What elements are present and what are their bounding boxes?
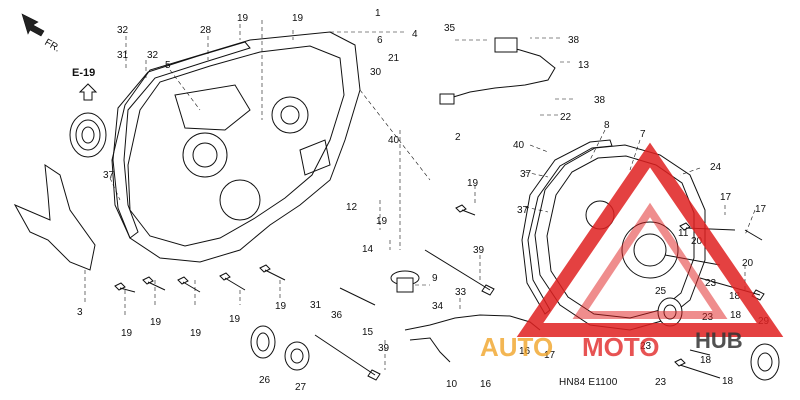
label-23-a: 23 xyxy=(705,278,717,289)
label-27: 27 xyxy=(295,382,307,393)
label-38-a: 38 xyxy=(568,35,580,46)
label-18-d: 18 xyxy=(722,376,734,387)
label-8: 8 xyxy=(604,120,610,131)
label-18-c: 18 xyxy=(700,355,712,366)
label-18-a: 18 xyxy=(729,291,741,302)
label-10: 10 xyxy=(446,379,458,390)
label-4: 4 xyxy=(412,29,418,40)
watermark: AUTO MOTO HUB xyxy=(480,142,784,362)
oil-filler-cap xyxy=(390,270,420,293)
label-15: 15 xyxy=(362,327,374,338)
front-arrow: FR. xyxy=(21,13,62,55)
label-2: 2 xyxy=(455,132,461,143)
label-37-b: 37 xyxy=(517,205,529,216)
label-11: 11 xyxy=(678,228,689,239)
label-19-top-b: 19 xyxy=(292,13,304,24)
bearing-e19 xyxy=(69,112,107,158)
label-3: 3 xyxy=(77,307,83,318)
label-24: 24 xyxy=(710,162,722,173)
gasket-left xyxy=(112,41,251,239)
label-14: 14 xyxy=(362,244,374,255)
bracket-3 xyxy=(13,163,96,271)
label-37-c: 37 xyxy=(103,170,115,181)
label-39-a: 39 xyxy=(473,245,485,256)
bolts xyxy=(114,204,765,381)
reference-label: E-19 xyxy=(72,67,95,79)
label-19-low-a: 19 xyxy=(275,301,287,312)
label-17-c: 17 xyxy=(544,350,556,361)
reference-arrow-icon xyxy=(78,83,98,101)
leader-lines xyxy=(84,20,756,370)
label-34: 34 xyxy=(432,301,444,312)
reference-e19: E-19 xyxy=(69,67,107,158)
label-19-top-a: 19 xyxy=(237,13,249,24)
watermark-text-hub: HUB xyxy=(695,328,743,353)
label-17-b: 17 xyxy=(755,204,767,215)
label-28: 28 xyxy=(200,25,212,36)
label-40-a: 40 xyxy=(388,135,400,146)
watermark-text-auto: AUTO xyxy=(480,332,553,362)
label-19-low-b: 19 xyxy=(229,314,241,325)
label-7: 7 xyxy=(640,129,646,140)
label-20-b: 20 xyxy=(742,258,754,269)
sensor-harness xyxy=(439,37,556,105)
label-1: 1 xyxy=(375,8,381,19)
label-22: 22 xyxy=(560,112,572,123)
left-crankcase xyxy=(111,31,361,263)
label-36: 36 xyxy=(331,310,343,321)
label-19-mid-b: 19 xyxy=(376,216,388,227)
label-19-low-d: 19 xyxy=(150,317,162,328)
label-16-a: 16 xyxy=(519,346,531,357)
label-26: 26 xyxy=(259,375,271,386)
label-23-c: 23 xyxy=(640,341,652,352)
label-40-b: 40 xyxy=(513,140,525,151)
label-20-a: 20 xyxy=(691,236,703,247)
label-5: 5 xyxy=(165,60,171,71)
label-18-b: 18 xyxy=(730,310,742,321)
label-38-b: 38 xyxy=(594,95,606,106)
seal-27 xyxy=(284,341,310,371)
label-19-mid-a: 19 xyxy=(467,178,479,189)
label-32a: 32 xyxy=(117,25,129,36)
label-23-d: 23 xyxy=(655,377,667,388)
label-9: 9 xyxy=(432,273,438,284)
diagram-code: HN84 E1100 xyxy=(559,377,618,388)
label-21: 21 xyxy=(388,53,400,64)
bearing-26 xyxy=(250,325,276,359)
seal-29 xyxy=(750,343,780,381)
label-12: 12 xyxy=(346,202,358,213)
label-13: 13 xyxy=(578,60,590,71)
label-33: 33 xyxy=(455,287,467,298)
label-30: 30 xyxy=(370,67,382,78)
front-arrow-label: FR. xyxy=(43,37,62,55)
label-31a: 31 xyxy=(117,50,129,61)
label-19-low-e: 19 xyxy=(121,328,133,339)
label-16-b: 16 xyxy=(480,379,492,390)
watermark-text-moto: MOTO xyxy=(582,332,660,362)
label-25: 25 xyxy=(655,286,667,297)
label-19-low-c: 19 xyxy=(190,328,202,339)
watermark-triangle-icon xyxy=(516,142,784,337)
label-17-a: 17 xyxy=(720,192,732,203)
label-37-a: 37 xyxy=(520,169,532,180)
label-32b: 32 xyxy=(147,50,159,61)
label-35: 35 xyxy=(444,23,456,34)
label-31-b: 31 xyxy=(310,300,322,311)
label-39-b: 39 xyxy=(378,343,390,354)
gasket-8 xyxy=(521,139,613,315)
label-6: 6 xyxy=(377,35,383,46)
